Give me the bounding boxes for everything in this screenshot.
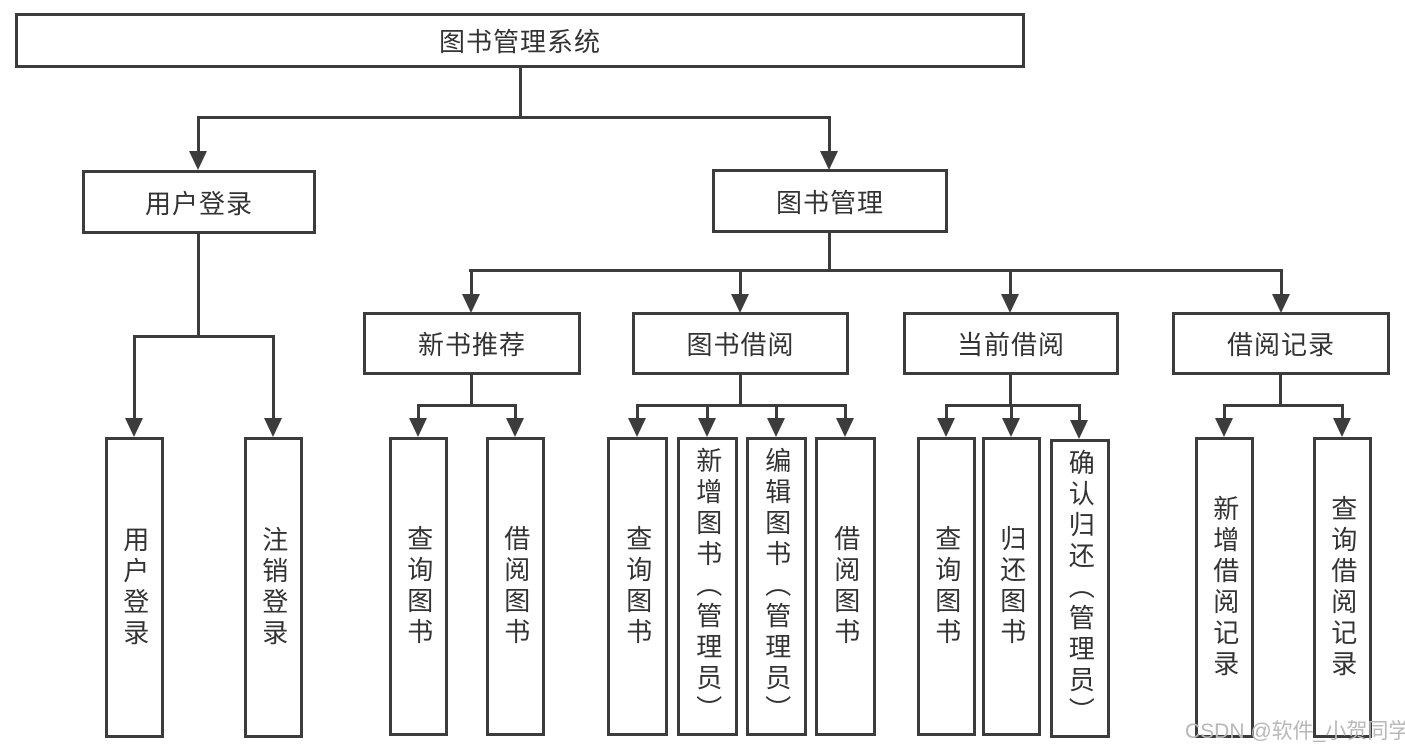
node-user-login-label: 用户登录: [144, 188, 253, 219]
node-borrowing-records-label: 借阅记录: [1226, 330, 1335, 360]
connector-leaf-stem: [1223, 404, 1226, 420]
arrow-down-icon: [937, 418, 955, 437]
leaf-user-login-label: 用户登录: [119, 525, 150, 650]
arrow-down-icon: [1070, 420, 1088, 439]
leaf-logout-label: 注销登录: [258, 525, 289, 650]
node-current-borrowing: 当前借阅: [903, 312, 1119, 375]
leaf-return-book-label: 归还图书: [996, 524, 1027, 649]
arrow-down-icon: [731, 294, 749, 313]
node-borrowing-records: 借阅记录: [1172, 312, 1390, 375]
connector-borrowing-rail: [636, 404, 847, 407]
arrow-down-icon: [125, 418, 143, 437]
node-book-management-label: 图书管理: [775, 187, 884, 218]
arrow-down-icon: [836, 418, 854, 437]
node-root-label: 图书管理系统: [438, 27, 601, 57]
connector-leaf-stem: [844, 404, 847, 420]
leaf-query-books-current: 查询图书: [917, 437, 976, 736]
leaf-logout: 注销登录: [244, 437, 303, 738]
leaf-query-books-recommend-label: 查询图书: [403, 524, 434, 649]
arrow-down-icon: [506, 418, 524, 437]
leaf-confirm-return-admin-label: 确认归还（管理员）: [1065, 449, 1096, 728]
connector-user-login-drop: [197, 233, 200, 337]
connector-to-new-book-recommend: [470, 269, 473, 296]
node-book-borrowing: 图书借阅: [632, 312, 849, 375]
connector-leaf-stem: [1078, 404, 1081, 420]
leaf-query-borrow-record-label: 查询借阅记录: [1327, 494, 1358, 681]
connector-level1-rail: [197, 116, 831, 119]
connector-leaf-stem: [706, 404, 709, 420]
arrow-down-icon: [409, 418, 427, 437]
arrow-down-icon: [1215, 418, 1233, 437]
connector-to-book-borrowing: [739, 269, 742, 296]
node-current-borrowing-label: 当前借阅: [956, 330, 1065, 360]
connector-leaf-stem: [1341, 404, 1344, 420]
arrow-down-icon: [767, 418, 785, 437]
connector-records-rail: [1223, 404, 1344, 407]
connector-to-borrowing-records: [1280, 269, 1283, 296]
arrow-down-icon: [820, 151, 838, 170]
connector-book-management-drop: [828, 232, 831, 272]
connector-recommend-drop: [470, 374, 473, 407]
connector-leaf-stem: [945, 404, 948, 420]
leaf-add-book-admin-label: 新增图书（管理员）: [692, 447, 723, 726]
connector-level2-rail: [469, 269, 1283, 272]
arrow-down-icon: [1333, 418, 1351, 437]
leaf-borrow-books-recommend-label: 借阅图书: [500, 524, 531, 649]
leaf-confirm-return-admin: 确认归还（管理员）: [1050, 439, 1110, 738]
leaf-add-borrow-record-label: 新增借阅记录: [1209, 494, 1240, 681]
leaf-query-books-current-label: 查询图书: [931, 524, 962, 649]
arrow-down-icon: [189, 151, 207, 170]
node-book-borrowing-label: 图书借阅: [686, 330, 795, 360]
connector-current-rail: [945, 404, 1081, 407]
connector-recommend-rail: [417, 404, 517, 407]
leaf-edit-book-admin-label: 编辑图书（管理员）: [761, 447, 792, 726]
connector-leaf-stem: [417, 404, 420, 420]
arrow-down-icon: [462, 294, 480, 313]
leaf-borrow-book: 借阅图书: [815, 437, 876, 736]
connector-records-drop: [1279, 374, 1282, 407]
leaf-query-books-recommend: 查询图书: [389, 437, 448, 736]
leaf-borrow-book-label: 借阅图书: [830, 524, 861, 649]
leaf-query-borrow-record: 查询借阅记录: [1313, 437, 1372, 738]
leaf-return-book: 归还图书: [982, 437, 1041, 736]
leaf-borrow-books-recommend: 借阅图书: [486, 437, 545, 736]
leaf-query-books-borrowing: 查询图书: [607, 437, 668, 736]
connector-borrowing-drop: [739, 374, 742, 407]
connector-leaf-stem: [636, 404, 639, 420]
node-new-book-recommend: 新书推荐: [363, 312, 581, 375]
connector-current-drop: [1009, 374, 1012, 407]
node-new-book-recommend-label: 新书推荐: [417, 330, 526, 360]
leaf-edit-book-admin: 编辑图书（管理员）: [746, 437, 807, 736]
connector-root-drop: [519, 67, 522, 118]
connector-to-current-borrowing: [1009, 269, 1012, 296]
connector-to-book-management: [828, 116, 831, 152]
node-root-system: 图书管理系统: [15, 13, 1025, 68]
leaf-query-books-borrowing-label: 查询图书: [622, 524, 653, 649]
connector-to-user-login: [197, 116, 200, 152]
connector-to-leaf-user-login: [133, 335, 136, 419]
csdn-watermark: CSDN @软件_小贺同学: [1185, 720, 1405, 743]
connector-leaf-stem: [775, 404, 778, 420]
connector-leaf-stem: [514, 404, 517, 420]
node-user-login: 用户登录: [82, 170, 316, 234]
arrow-down-icon: [698, 418, 716, 437]
arrow-down-icon: [1001, 294, 1019, 313]
leaf-add-book-admin: 新增图书（管理员）: [677, 437, 738, 736]
arrow-down-icon: [264, 418, 282, 437]
connector-to-leaf-logout: [272, 335, 275, 419]
arrow-down-icon: [628, 418, 646, 437]
connector-leaf-stem: [1010, 404, 1013, 420]
leaf-user-login: 用户登录: [105, 437, 164, 738]
arrow-down-icon: [1272, 294, 1290, 313]
connector-user-login-rail: [133, 335, 275, 338]
node-book-management: 图书管理: [712, 169, 948, 233]
leaf-add-borrow-record: 新增借阅记录: [1195, 437, 1254, 738]
arrow-down-icon: [1002, 418, 1020, 437]
